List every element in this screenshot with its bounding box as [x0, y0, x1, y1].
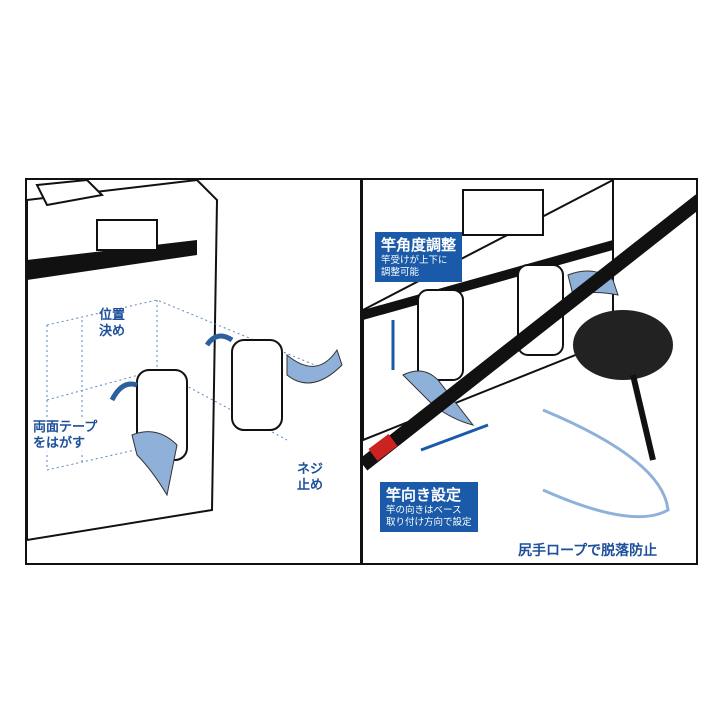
direction-description: 竿の向きはベース 取り付け方向で設定 [386, 505, 472, 528]
direction-title: 竿向き設定 [386, 486, 462, 504]
screw-label: ネジ 止め [297, 462, 324, 494]
tape-label: 両面テープ をはがす [33, 420, 98, 452]
usage-panel: 竿角度調整 竿受けが上下に 調整可能 竿向き設定 竿の向きはベース 取り付け方向… [361, 178, 698, 565]
rod-holder-illustration [363, 180, 696, 519]
angle-adjust-callout: 竿角度調整 竿受けが上下に 調整可能 [375, 232, 463, 282]
position-label: 位置 決め [99, 308, 126, 340]
installation-panel: 位置 決め 両面テープ をはがす ネジ 止め [25, 178, 362, 565]
angle-description: 竿受けが上下に 調整可能 [381, 255, 448, 278]
direction-callout: 竿向き設定 竿の向きはベース 取り付け方向で設定 [380, 482, 478, 532]
cooler-mount-illustration [27, 180, 343, 542]
angle-title: 竿角度調整 [381, 236, 457, 254]
rope-label: 尻手ロープで脱落防止 [518, 543, 658, 559]
